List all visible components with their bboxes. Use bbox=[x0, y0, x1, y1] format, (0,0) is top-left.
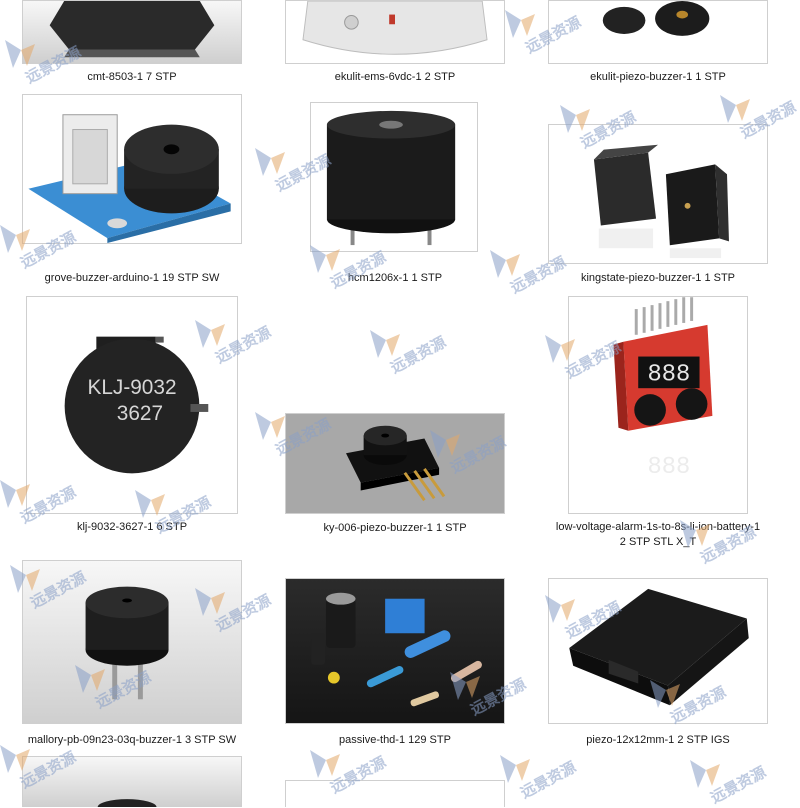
watermark-logo-icon bbox=[505, 10, 535, 38]
watermark-text: 远景资源 bbox=[387, 333, 449, 377]
file-name: hcm1206x-1 1 STP bbox=[347, 272, 443, 284]
ekulit-piezo-model bbox=[602, 1, 710, 36]
file-tile[interactable]: cmt-8503-1 7 STP bbox=[22, 0, 242, 86]
file-thumbnail[interactable] bbox=[285, 413, 505, 514]
file-thumbnail[interactable] bbox=[285, 0, 505, 64]
watermark-logo-icon bbox=[255, 148, 285, 176]
file-name-line2: 2 STP STL X_T bbox=[619, 536, 697, 548]
cmt-8503-model bbox=[49, 1, 215, 58]
piezo-12x12mm-model bbox=[569, 588, 749, 706]
file-name: ekulit-ems-6vdc-1 2 STP bbox=[334, 71, 456, 83]
file-thumbnail[interactable] bbox=[548, 124, 768, 264]
file-name: ky-006-piezo-buzzer-1 1 STP bbox=[323, 522, 467, 534]
mallory-buzzer-model bbox=[85, 586, 169, 700]
file-thumbnail[interactable] bbox=[22, 560, 242, 724]
file-name: cmt-8503-1 7 STP bbox=[87, 71, 177, 83]
watermark: 远景资源 bbox=[500, 755, 579, 802]
file-tile[interactable]: mallory-pb-09n23-03q-buzzer-1 3 STP SW bbox=[22, 560, 242, 750]
watermark-logo-icon bbox=[255, 412, 285, 440]
ekulit-ems-model bbox=[302, 1, 488, 55]
file-thumbnail[interactable] bbox=[22, 0, 242, 64]
ky-006-model bbox=[345, 425, 446, 502]
watermark-text: 远景资源 bbox=[707, 763, 769, 807]
passive-thd-model bbox=[311, 592, 482, 707]
file-name: grove-buzzer-arduino-1 19 STP SW bbox=[44, 272, 220, 284]
file-name: kingstate-piezo-buzzer-1 1 STP bbox=[580, 272, 736, 284]
file-thumbnail[interactable] bbox=[22, 756, 242, 807]
file-tile[interactable]: ekulit-ems-6vdc-1 2 STP bbox=[285, 0, 505, 86]
file-thumbnail[interactable] bbox=[285, 578, 505, 724]
partial-model bbox=[97, 799, 157, 807]
file-name: passive-thd-1 129 STP bbox=[339, 734, 451, 746]
file-tile[interactable]: KLJ-9032 3627 klj-9032-3627-1 6 STP bbox=[26, 296, 238, 536]
file-tile[interactable] bbox=[285, 780, 505, 807]
file-tile[interactable] bbox=[22, 756, 242, 807]
file-thumbnail[interactable]: KLJ-9032 3627 bbox=[26, 296, 238, 514]
watermark-text: 远景资源 bbox=[517, 758, 579, 802]
file-thumbnail[interactable] bbox=[548, 578, 768, 724]
file-tile[interactable]: kingstate-piezo-buzzer-1 1 STP bbox=[548, 124, 768, 288]
file-tile[interactable]: ekulit-piezo-buzzer-1 1 STP bbox=[548, 0, 768, 86]
file-tile[interactable]: hcm1206x-1 1 STP bbox=[310, 102, 480, 288]
low-voltage-alarm-model: 888 888 bbox=[613, 297, 713, 481]
hcm1206x-model bbox=[326, 110, 456, 246]
klj-9032-model: KLJ-9032 3627 bbox=[64, 336, 209, 474]
file-tile[interactable]: piezo-12x12mm-1 2 STP IGS bbox=[548, 578, 768, 750]
file-thumbnail[interactable] bbox=[22, 94, 242, 244]
watermark-logo-icon bbox=[310, 750, 340, 778]
file-tile[interactable]: passive-thd-1 129 STP bbox=[285, 578, 505, 750]
klj-marking-line2: 3627 bbox=[117, 402, 163, 425]
file-name: piezo-12x12mm-1 2 STP IGS bbox=[586, 734, 730, 746]
file-name: mallory-pb-09n23-03q-buzzer-1 3 STP SW bbox=[27, 734, 237, 746]
file-thumbnail[interactable] bbox=[285, 780, 505, 807]
grove-buzzer-model bbox=[28, 114, 231, 243]
watermark-logo-icon bbox=[720, 95, 750, 123]
kingstate-piezo-model bbox=[593, 144, 729, 259]
file-tile[interactable]: grove-buzzer-arduino-1 19 STP SW bbox=[22, 94, 242, 288]
file-name: low-voltage-alarm-1s-to-8s-li-ion-batter… bbox=[555, 521, 761, 533]
klj-marking-line1: KLJ-9032 bbox=[87, 376, 176, 399]
file-thumbnail[interactable] bbox=[548, 0, 768, 64]
file-name: klj-9032-3627-1 6 STP bbox=[76, 521, 188, 533]
file-thumbnail[interactable] bbox=[310, 102, 478, 252]
watermark: 远景资源 bbox=[690, 760, 769, 807]
watermark: 远景资源 bbox=[370, 330, 449, 377]
svg-text:888: 888 bbox=[648, 454, 691, 481]
file-thumbnail[interactable]: 888 888 bbox=[568, 296, 748, 514]
watermark-logo-icon bbox=[690, 760, 720, 788]
file-name: ekulit-piezo-buzzer-1 1 STP bbox=[590, 71, 726, 83]
file-tile[interactable]: ky-006-piezo-buzzer-1 1 STP bbox=[285, 413, 505, 536]
file-tile[interactable]: 888 888 low-voltage-alarm-1s-to-8s-li-io… bbox=[540, 296, 776, 552]
alarm-display-digits: 888 bbox=[648, 361, 691, 388]
watermark-logo-icon bbox=[370, 330, 400, 358]
